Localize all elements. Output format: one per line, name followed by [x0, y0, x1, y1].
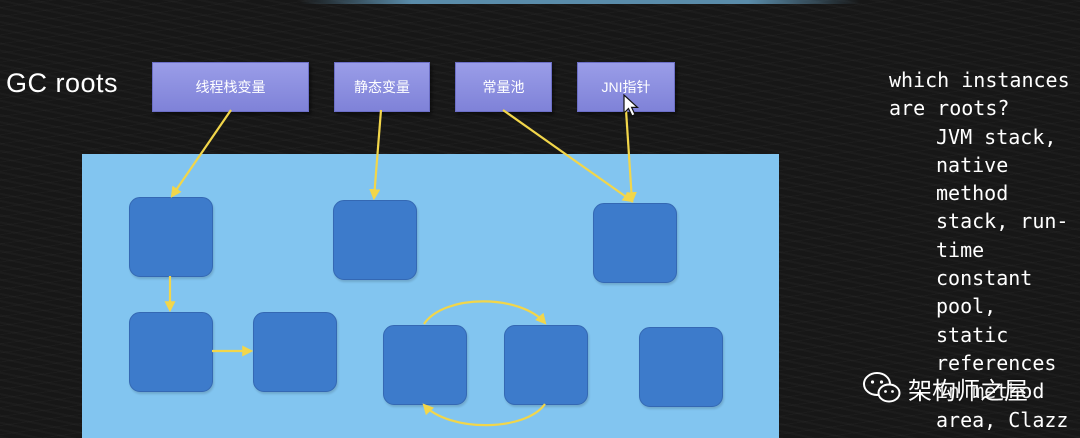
side-text-line: method — [936, 181, 1009, 206]
side-text-line: area, Clazz — [936, 407, 1069, 432]
side-text-line: pool, — [936, 294, 997, 319]
arrow-node-6-to-node-7 — [423, 300, 547, 325]
side-text-line: references — [936, 350, 1057, 375]
top-edge-bar — [300, 0, 860, 4]
object-node-7 — [504, 325, 588, 405]
object-node-3 — [593, 203, 677, 283]
arrow-node-7-to-node-6 — [422, 403, 546, 427]
watermark: 架构师之屋 — [862, 368, 1028, 408]
object-node-2 — [333, 200, 417, 280]
root-thread-stack-variables: 线程栈变量 — [152, 62, 309, 112]
side-text-line: stack, run- — [936, 209, 1069, 234]
object-node-5 — [253, 312, 337, 392]
object-node-8 — [639, 327, 723, 407]
side-text-line: JVM stack, — [936, 124, 1057, 149]
root-constant-pool: 常量池 — [455, 62, 552, 112]
gc-roots-title: GC roots — [6, 68, 119, 98]
side-text-line: native — [936, 152, 1009, 177]
side-text-line: in method — [936, 379, 1045, 404]
watermark-label: 架构师之屋 — [908, 376, 1028, 405]
arrow-constant-pool-to-node-3 — [502, 109, 634, 203]
side-text-line: which instances — [889, 68, 1070, 92]
side-text-line: are roots? — [889, 96, 1010, 121]
arrow-static-to-node-2 — [369, 109, 383, 201]
side-text-line: constant — [936, 266, 1033, 291]
arrow-thread-stack-to-node-1 — [170, 109, 232, 198]
mouse-cursor-icon — [623, 94, 639, 117]
arrow-jni-to-node-3 — [624, 109, 637, 204]
side-text-line: time — [936, 237, 985, 262]
object-node-6 — [383, 325, 467, 405]
side-text-line: static — [936, 322, 1009, 347]
wechat-icon — [863, 372, 901, 403]
root-static-variables: 静态变量 — [334, 62, 430, 112]
side-explanation-text: which instances are roots? JVM stack, na… — [889, 66, 1080, 434]
